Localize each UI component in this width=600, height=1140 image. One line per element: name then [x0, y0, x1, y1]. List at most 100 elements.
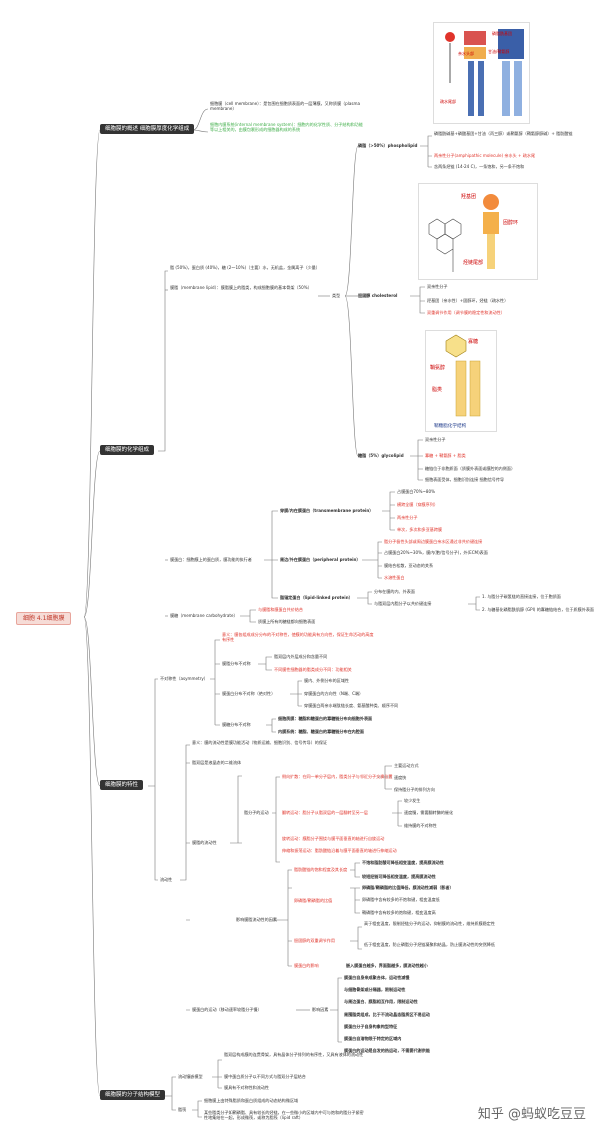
node-lipid-motion[interactable]: 脂分子的运动: [244, 810, 269, 815]
img-label-hydroxyl: 羟基团: [461, 193, 476, 200]
lipid-linked-sub-1: 1. 与脂分子碳氢链的直接连接，位于胞质面: [482, 594, 561, 599]
node-protein-motion[interactable]: 膜蛋白的运动（移动速率较脂分子慢）: [192, 1007, 262, 1012]
flip-flop: 翻转运动：脂分子从脂双层的一层翻转至另一层: [282, 810, 368, 815]
img-label-tail: 疏水尾部: [440, 98, 456, 104]
cholesterol-item-1: 双亲性分子: [427, 284, 448, 289]
peri-item-1: 脂分子极性头部或周边膜蛋白亲水区通过非共价键连接: [384, 539, 483, 544]
node-lipid-linked-protein[interactable]: 脂锚定蛋白（lipid-linked protein）: [280, 595, 353, 600]
tm-item-4: 单次，多次和多亚基跨膜: [397, 527, 443, 532]
tm-item-2: 横跨全膜（穿膜序列）: [397, 502, 438, 507]
node-peripheral-protein[interactable]: 周边/外在膜蛋白（peripheral protein）: [280, 557, 361, 562]
protein-asym-3: 穿膜蛋白两亲水端肽链长度、氨基酸种类、顺序不同: [304, 703, 399, 708]
node-transmembrane-protein[interactable]: 穿膜/内在膜蛋白（transmembrane protein）: [280, 508, 374, 513]
lipid-linked-item-1: 分布在膜的内、外表面: [374, 589, 415, 594]
phospholipid-image: 磷脂酰基团 亲水头部 甘油/鞘氨醇 疏水尾部: [433, 22, 530, 124]
pm-factor-4: 周围脂类组成，比于不流动晶态脂质区不易运动: [344, 1012, 430, 1017]
cholesterol-item-2: 羟基团（亲水性）+固醇环，烃链（疏水性）: [427, 298, 509, 303]
ratio-2: 卵磷脂中含有较多的不饱和键，相变温度低: [362, 897, 440, 902]
lateral-diffusion: 侧向扩散：在同一单分子层内，脂类分子与邻近分子交换位置: [282, 774, 393, 779]
watermark: 知乎 @蚂蚁吃豆豆: [477, 1107, 586, 1122]
img-label-sphingosine: 鞘氨醇: [430, 364, 445, 371]
asym-significance-text: 意义：膜各组成成分分布的不对称性，使膜的功能具有方向性，保证生命活动的高度有序性: [222, 632, 374, 643]
model-item-3: 膜具有不对称性和流动性: [224, 1085, 270, 1090]
glycolipid-structure-icon: 寡糖 鞘氨醇 脂类 鞘糖脂化学结构: [430, 334, 481, 429]
label-types: 类型: [332, 293, 341, 298]
root-topic[interactable]: 细胞 4.1细胞膜: [16, 612, 72, 625]
factor-cholesterol: 胆固醇的双重调节作用: [294, 938, 335, 943]
chain-2: 较短烃链可降低相变温度，提高膜流动性: [362, 874, 436, 879]
node-fluidity[interactable]: 流动性: [160, 877, 173, 882]
raft-item-2: 某些脂类分子如鞘磷脂、具有较长的烃链，在一些微小的区域内中可与饱和的脂分子紧密性…: [204, 1110, 364, 1121]
chol-1: 高于相变温度，限制烃链分子的运动，抑制膜的流动性，维持质膜稳定性: [364, 921, 495, 926]
node-membrane-carbohydrate[interactable]: 膜糖（membrane carbohydrate）: [170, 613, 238, 618]
lipid-linked-item-2: 与脂双层内脂分子以共价键连接: [374, 601, 432, 606]
note-internal-membrane-system: 细胞内膜系统(internal membrane system)：细胞内的化学性…: [210, 122, 363, 133]
node-protein-asymmetry[interactable]: 膜蛋白分布不对称（绝对性）: [222, 691, 276, 696]
node-fluid-mosaic-model[interactable]: 流动镶嵌模型: [178, 1074, 203, 1079]
lateral-1: 主要运动方式: [394, 763, 419, 768]
carb-item-2: 质膜上所有的糖链都向细胞表面: [258, 619, 316, 624]
glycolipid-item-4: 细胞表面受体，细胞识别连接 细胞信号传导: [425, 477, 505, 482]
node-glycolipid[interactable]: 糖脂（5%）glycolipid: [358, 453, 404, 458]
img-label-sterol-ring: 固醇环: [503, 219, 518, 226]
cholesterol-structure-icon: 羟基团 固醇环 烃链尾部: [428, 193, 518, 272]
pm-factor-2: 与细胞骨架或分隔器，限制运动性: [344, 987, 406, 992]
stretch: 伸缩和振荡运动：脂肪酸链沿着与膜平面垂直的轴进行伸缩运动: [282, 848, 397, 853]
img-label-hydrocarbon: 烃链尾部: [463, 259, 483, 266]
node-lipid-raft[interactable]: 脂筏: [178, 1107, 187, 1112]
asym-significance: 意义：膜各组成成分分布的不对称性，使膜的功能具有方向性，保证生命活动的高度有序性: [222, 632, 377, 642]
topic-membrane-properties[interactable]: 细胞膜的特性: [100, 780, 144, 790]
ratio-1: 卵磷脂/鞘磷脂的比值降低，膜流动性减弱（影者）: [362, 885, 454, 890]
carb-item-1: 与膜脂和膜蛋白共价结合: [258, 607, 304, 612]
pm-factor-3: 与周边蛋白、膜脂相互作用，限制运动性: [344, 999, 418, 1004]
lateral-3: 保持脂分子的排列方向: [394, 787, 435, 792]
phospholipid-amphipathic: 两亲性分子(amphipathic molecule) 亲水头 + 疏水尾: [434, 153, 536, 158]
node-phospholipid[interactable]: 磷脂（>50%）phospholipid: [358, 143, 418, 148]
cholesterol-item-3: 双重调节作用（调节膜的稳定性和流动性）: [427, 310, 505, 315]
node-asymmetry[interactable]: 不对称性（asymmetry）: [160, 676, 208, 681]
carb-asym-2: 内膜系统：糖脂、糖蛋白的寡糖链分布在内腔面: [278, 729, 364, 734]
node-cholesterol[interactable]: 胆固醇 cholesterol: [358, 293, 398, 298]
lateral-2: 速度快: [394, 775, 407, 780]
topic-molecular-model[interactable]: 细胞膜的分子结构模型: [100, 1090, 166, 1100]
carb-asym-1: 细胞质膜：糖脂和糖蛋白的寡糖链分布向细胞外表面: [278, 716, 372, 721]
node-lipid-asymmetry[interactable]: 膜脂分布不对称: [222, 661, 251, 666]
img-label-lipid: 脂类: [432, 386, 442, 393]
protein-effect: 嵌入膜蛋白越多，界面脂越多，膜流动性越小: [346, 963, 428, 968]
topic-chemical-composition[interactable]: 细胞膜的化学组成: [100, 445, 155, 455]
lipid-asym-1: 脂双层内外层成分和含量不同: [274, 654, 328, 659]
factor-pc-sm-ratio: 卵磷脂/鞘磷脂的比值: [294, 898, 333, 903]
img-label-oligosaccharide: 寡糖: [468, 338, 478, 345]
note-composition: 脂 (50%)，蛋白质 (40%)，糖 (2～10%)（主要）水，无机盐，金属离…: [170, 265, 320, 270]
carb-asym-2-text: 内膜系统：糖脂、糖蛋白的寡糖链分布在内腔面: [278, 729, 364, 734]
tm-span: 横跨全膜（穿膜序列）: [397, 502, 438, 507]
phospholipid-structure-icon: 磷脂酰基团 亲水头部 甘油/鞘氨醇 疏水尾部: [440, 29, 524, 116]
label-influence-factors: 影响因素: [312, 1007, 329, 1012]
flip-3: 维持膜的不对称性: [404, 823, 437, 828]
note-membrane-lipid: 膜脂（membrane lipid）：膜脂膜上的脂类，构成细胞膜的基本骨架（50…: [170, 285, 312, 290]
lateral-diffusion-text: 侧向扩散：在同一单分子层内，脂类分子与邻近分子交换位置: [282, 774, 393, 779]
model-item-2: 膜中蛋白质分子以不同方式与脂双分子层结合: [224, 1074, 306, 1079]
glycolipid-item-2: 寡糖 + 鞘氨醇 + 脂类: [425, 453, 466, 458]
img-label-glycolipid-structure: 鞘糖脂化学结构: [434, 422, 467, 429]
phospholipid-item-1: 磷脂酰碱基+磷酸基团+甘油（丙三醇）或鞘氨醇（鞘氨醇醇碱）+ 脂肪酸链: [434, 131, 573, 136]
factor-chain-saturation: 脂肪酸链的饱和程度及其长度: [294, 867, 348, 872]
glycolipid-item-1: 双亲性分子: [425, 437, 446, 442]
flip-1: 较少发生: [404, 798, 421, 803]
ratio-3: 鞘磷脂中含有较多的饱和键，相变温度高: [362, 910, 436, 915]
peri-item-2: 占膜蛋白20%~30%，膜内(胞/信号分子)，外(ECM)表面: [384, 550, 488, 555]
node-membrane-protein[interactable]: 膜蛋白：细胞膜上的蛋白质，膜功能的执行者: [170, 557, 252, 562]
factor-protein: 膜蛋白的影响: [294, 963, 319, 968]
node-lipid-fluidity[interactable]: 膜脂的流动性: [192, 840, 217, 845]
glycolipid-item-3: 糖链位于非胞质面（质膜外表面或膜腔的内侧面）: [425, 466, 516, 471]
protein-asym-1: 膜内、外侧分布的区域性: [304, 678, 350, 683]
stretch-text: 伸缩和振荡运动：脂肪酸链沿着与膜平面垂直的轴进行伸缩运动: [282, 848, 397, 853]
pm-factor-6: 膜蛋白自溶物限于特定的区域内: [344, 1036, 402, 1041]
node-fluidity-factors[interactable]: 影响膜脂流动性的因素: [236, 917, 277, 922]
node-carb-asymmetry[interactable]: 膜糖分布不对称: [222, 722, 251, 727]
tm-item-3: 两亲性分子: [397, 515, 418, 520]
chain-1: 不饱和脂肪酸可降低相变温度，提高膜流动性: [362, 860, 444, 865]
topic-membrane-overview[interactable]: 细胞膜的概述 细胞膜厚度化学组成: [100, 124, 195, 134]
peri-item-3: 膜结合松散，亚动态的关系: [384, 563, 434, 568]
carb-asym-1-text: 细胞质膜：糖脂和糖蛋白的寡糖链分布向细胞外表面: [278, 716, 373, 721]
